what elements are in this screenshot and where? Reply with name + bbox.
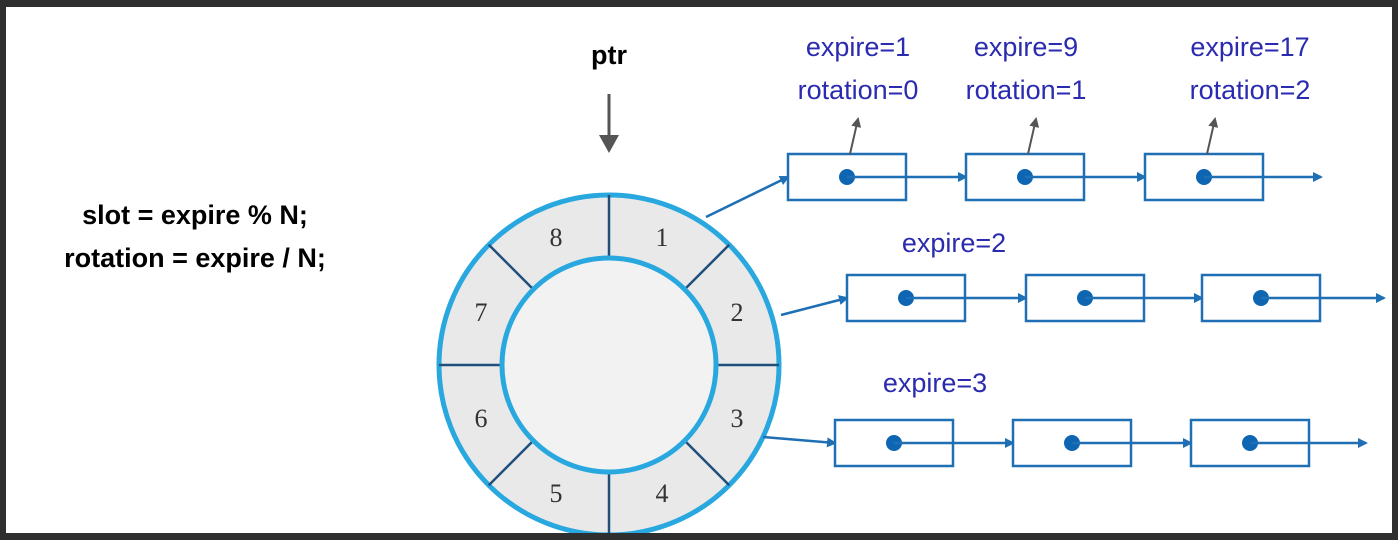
- node-expire-label: expire=17: [1190, 32, 1309, 62]
- timer-lists: expire=1rotation=0expire=9rotation=1expi…: [705, 32, 1386, 468]
- list-3-label: expire=3: [883, 368, 987, 398]
- diagram-frame: slot = expire % N; rotation = expire / N…: [6, 7, 1392, 533]
- list-3-node: [1189, 418, 1368, 468]
- node-rotation-label: rotation=1: [966, 75, 1087, 105]
- ptr-arrow-head: [599, 135, 619, 153]
- formula-slot: slot = expire % N;: [82, 200, 308, 230]
- wheel-slot-divider: [487, 243, 535, 291]
- list-2-label: expire=2: [902, 228, 1006, 258]
- list-2-node: [1200, 273, 1386, 323]
- wheel-slot-3: 3: [730, 404, 743, 433]
- list-3-node: [833, 418, 1015, 468]
- list-1-node: expire=17 rotation=2: [1143, 32, 1323, 202]
- node-annotation-arrow: [849, 117, 862, 155]
- node-annotation-arrow: [1206, 117, 1219, 155]
- node-rotation-label: rotation=2: [1190, 75, 1311, 105]
- node-rotation-label: rotation=0: [798, 75, 919, 105]
- node-expire-label: expire=9: [974, 32, 1078, 62]
- wheel-slot-2: 2: [730, 298, 743, 327]
- list-2-node: [845, 273, 1028, 323]
- wheel-slot-1: 1: [656, 223, 669, 252]
- wheel-slot-5: 5: [549, 479, 562, 508]
- slot-3-link-arrow: [762, 435, 837, 448]
- wheel-inner-circle: [499, 255, 719, 475]
- list-3-node: [1011, 418, 1193, 468]
- wheel-slot-divider: [683, 439, 731, 487]
- node-annotation-arrow: [1027, 117, 1040, 155]
- node-expire-label: expire=1: [806, 32, 910, 62]
- wheel-slot-6: 6: [475, 404, 488, 433]
- slot-2-link-arrow: [780, 295, 849, 317]
- wheel-slot-divider: [487, 439, 535, 487]
- list-1-node: expire=9 rotation=1: [964, 32, 1147, 202]
- wheel-slot-8: 8: [549, 223, 562, 252]
- timing-wheel: 1 2 3 4 5 6 7 8: [436, 192, 782, 533]
- slot-1-link-arrow: [705, 175, 790, 219]
- formula-rotation: rotation = expire / N;: [64, 243, 326, 273]
- timing-wheel-diagram: slot = expire % N; rotation = expire / N…: [64, 32, 1386, 533]
- wheel-slot-divider: [683, 243, 731, 291]
- wheel-slot-7: 7: [475, 298, 488, 327]
- list-2-node: [1024, 273, 1204, 323]
- list-1-node: expire=1 rotation=0: [786, 32, 968, 202]
- ptr-label: ptr: [591, 40, 627, 70]
- wheel-slot-4: 4: [656, 479, 669, 508]
